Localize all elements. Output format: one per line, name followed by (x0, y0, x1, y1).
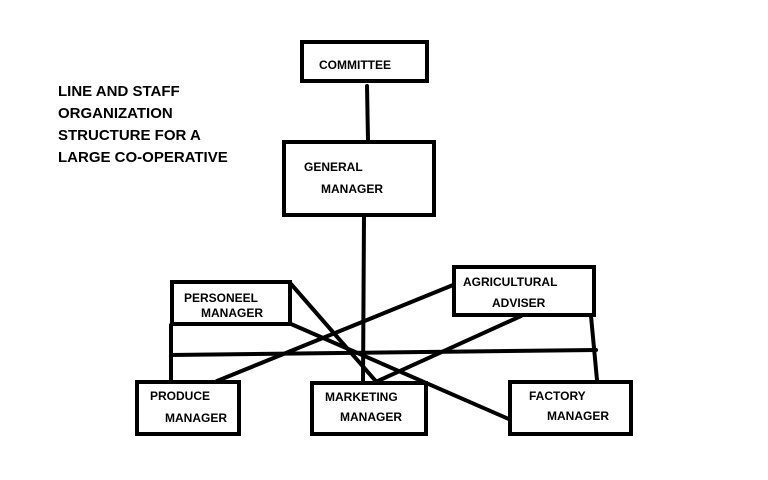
node-agricultural-adviser: AGRICULTURAL ADVISER (452, 265, 596, 317)
node-personnel-manager-label-2: MANAGER (201, 306, 263, 320)
node-committee-label: COMMITTEE (319, 58, 391, 72)
node-personnel-manager: PERSONEEL MANAGER (170, 280, 292, 326)
title-line-3: STRUCTURE FOR A (58, 127, 201, 144)
node-marketing-manager-label-1: MARKETING (325, 390, 398, 404)
node-factory-manager: FACTORY MANAGER (508, 380, 633, 436)
edge-agricultural-adviser-factory-manager (589, 314, 599, 382)
connectors (169, 84, 599, 422)
node-general-manager: GENERAL MANAGER (282, 140, 436, 217)
edge-committee-general-manager (365, 84, 370, 142)
node-general-manager-label-1: GENERAL (304, 160, 363, 174)
node-marketing-manager-label-2: MANAGER (340, 410, 402, 424)
node-factory-manager-label-1: FACTORY (529, 389, 586, 403)
node-produce-manager: PRODUCE MANAGER (135, 380, 241, 436)
node-agricultural-adviser-label-1: AGRICULTURAL (463, 275, 557, 289)
title-line-1: LINE AND STAFF (58, 83, 180, 100)
edge-agricultural-adviser-marketing-manager (367, 314, 523, 387)
node-personnel-manager-label-1: PERSONEEL (184, 291, 258, 305)
edge-personnel-manager-marketing-manager (289, 282, 382, 388)
node-agricultural-adviser-label-2: ADVISER (492, 296, 546, 310)
node-marketing-manager: MARKETING MANAGER (310, 381, 428, 436)
diagram-title: LINE AND STAFF ORGANIZATION STRUCTURE FO… (58, 83, 228, 166)
title-line-2: ORGANIZATION (58, 105, 173, 122)
title-line-4: LARGE CO-OPERATIVE (58, 149, 228, 166)
node-factory-manager-label-2: MANAGER (547, 409, 609, 423)
edge-agricultural-adviser-produce-manager (215, 281, 460, 383)
node-produce-manager-label-1: PRODUCE (150, 389, 210, 403)
node-produce-manager-label-2: MANAGER (165, 411, 227, 425)
edge-produce-manager-factory-manager (169, 348, 598, 357)
node-general-manager-label-2: MANAGER (321, 182, 383, 196)
node-committee: COMMITTEE (300, 40, 429, 83)
